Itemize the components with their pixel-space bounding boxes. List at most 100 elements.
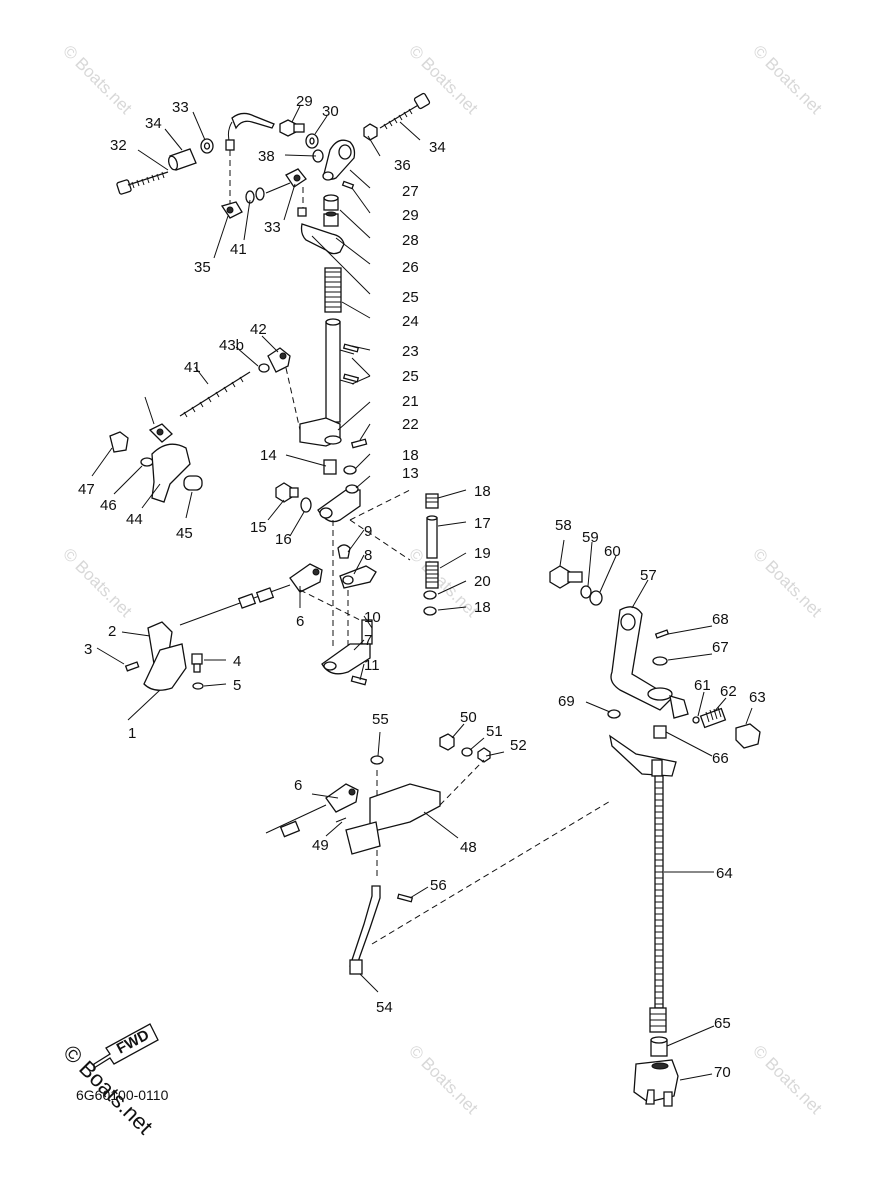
label-10: 10 — [364, 609, 381, 626]
label-57: 57 — [640, 567, 657, 584]
watermark: © Boats.net — [749, 544, 826, 621]
lower-lever-group — [321, 544, 377, 686]
lower-shift-group — [265, 733, 613, 975]
label-7: 7 — [364, 632, 372, 649]
label-15: 16 — [275, 531, 292, 548]
diagram-code: 6G60100-0110 — [76, 1087, 169, 1103]
part-28-lever — [322, 139, 356, 181]
label-59: 59 — [582, 529, 599, 546]
label-54: 54 — [376, 999, 393, 1016]
label-31: 29 — [296, 93, 313, 110]
label-58: 58 — [555, 517, 572, 534]
label-29: 28 — [402, 232, 419, 249]
label-38: 36 — [394, 157, 411, 174]
label-2: 2 — [108, 623, 116, 640]
label-14: 15 — [250, 519, 267, 536]
label-30: 29 — [402, 207, 419, 224]
part-36-link — [220, 201, 243, 219]
watermark: © Boats.net — [405, 1041, 482, 1118]
label-60: 60 — [604, 543, 621, 560]
label-21: 21 — [402, 393, 419, 410]
label-44: 43b — [219, 337, 244, 354]
left-cam-group — [109, 431, 203, 503]
watermark-layer: © Boats.net © Boats.net © Boats.net © Bo… — [59, 41, 826, 1118]
part-32-washer — [305, 133, 319, 149]
throttle-cable-end — [225, 112, 275, 205]
part-14-15-bolt-washer — [275, 482, 312, 513]
label-13: 14 — [260, 447, 277, 464]
label-18a: 18 — [402, 447, 419, 464]
label-48: 47 — [78, 481, 95, 498]
label-69: 69 — [558, 693, 575, 710]
top-cable-assembly — [116, 92, 431, 313]
part-33-link-rod — [265, 168, 307, 217]
label-34: 34 — [429, 139, 446, 156]
upper-cable-and-link — [179, 563, 361, 626]
label-50: 49 — [312, 837, 329, 854]
label-23: 23 — [402, 343, 419, 360]
part-35-bushing — [200, 138, 214, 154]
label-5: 5 — [233, 677, 241, 694]
part-24-spring — [324, 267, 342, 313]
label-16: 17 — [474, 515, 491, 532]
label-18b: 18 — [474, 599, 491, 616]
label-56: 56 — [430, 877, 447, 894]
part-39-bolt — [116, 171, 169, 195]
label-6b: 6 — [294, 777, 302, 794]
spring-column — [423, 493, 439, 616]
part-34-bolt — [379, 92, 431, 130]
watermark: © Boats.net — [749, 41, 826, 118]
left-bracket-group — [124, 621, 204, 691]
link-rod-group — [148, 347, 301, 443]
label-53: 52 — [510, 737, 527, 754]
label-32: 30 — [322, 103, 339, 120]
watermark: © Boats.net — [59, 544, 136, 621]
label-9: 9 — [364, 523, 372, 540]
label-8: 8 — [364, 547, 372, 564]
label-40: 38 — [258, 148, 275, 165]
label-28: 27 — [402, 183, 419, 200]
watermark: © Boats.net — [59, 41, 136, 118]
label-39: 32 — [110, 137, 127, 154]
part-31-bolt — [279, 119, 305, 137]
label-51: 50 — [460, 709, 477, 726]
label-17: 18 — [474, 483, 491, 500]
label-1: 1 — [128, 725, 136, 742]
label-35: 33 — [172, 99, 189, 116]
label-55: 55 — [372, 711, 389, 728]
label-63: 63 — [749, 689, 766, 706]
label-46: 45 — [176, 525, 193, 542]
label-3: 3 — [84, 641, 92, 658]
label-24: 24 — [402, 313, 419, 330]
label-70: 70 — [714, 1064, 731, 1081]
part-37-collar — [167, 148, 197, 171]
label-36: 35 — [194, 259, 211, 276]
part-30-pin — [341, 180, 355, 190]
part-41-nut — [245, 187, 265, 204]
label-20: 20 — [474, 573, 491, 590]
right-shift-arm-group — [549, 565, 761, 1107]
label-64: 64 — [716, 865, 733, 882]
leader-lines — [91, 105, 753, 1081]
label-47: 46 — [100, 497, 117, 514]
label-42: 41 — [184, 359, 201, 376]
label-61: 61 — [694, 677, 711, 694]
label-12: 13 — [402, 465, 419, 482]
label-49: 48 — [460, 839, 477, 856]
part-38-nut — [363, 123, 378, 141]
label-67: 67 — [712, 639, 729, 656]
label-4: 4 — [233, 653, 241, 670]
label-52: 51 — [486, 723, 503, 740]
part-27-lever — [300, 211, 345, 255]
shift-shaft-assembly — [299, 318, 411, 650]
label-25: 25 — [402, 368, 419, 385]
label-66: 66 — [712, 750, 729, 767]
fwd-arrow-icon: FWD — [93, 1023, 159, 1070]
label-68: 68 — [712, 611, 729, 628]
label-6a: 6 — [296, 613, 304, 630]
label-45: 44 — [126, 511, 143, 528]
label-41: 41 — [230, 241, 247, 258]
part-labels: 32 34 33 29 30 34 38 36 27 29 28 26 25 2… — [78, 93, 766, 1081]
label-22: 22 — [402, 416, 419, 433]
